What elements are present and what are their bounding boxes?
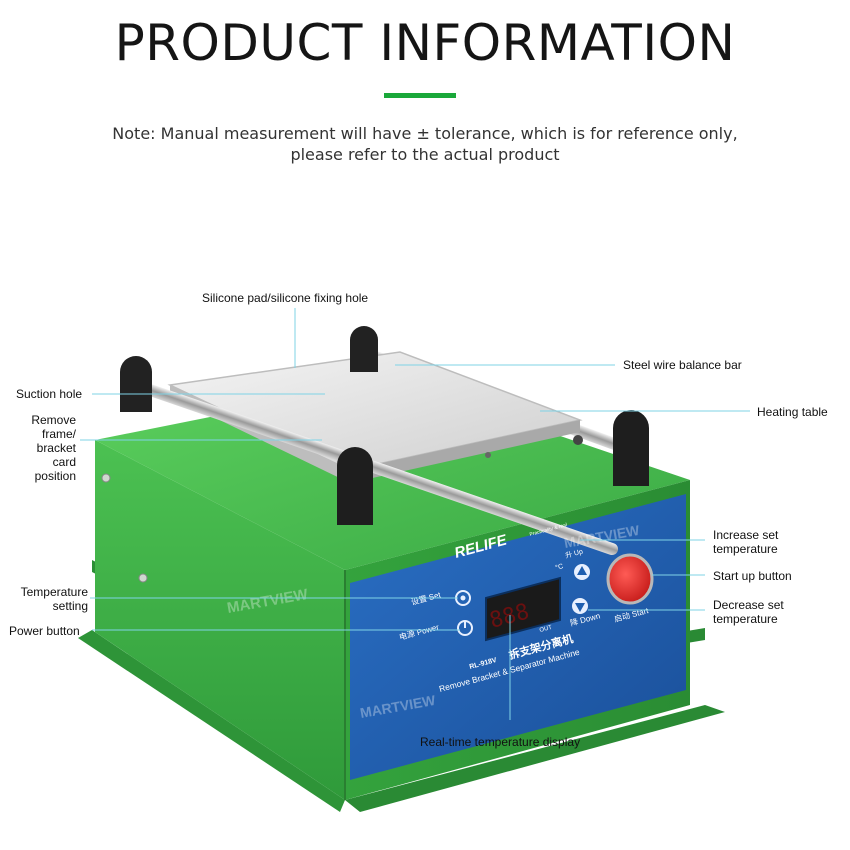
out-label: OUT [539, 625, 553, 634]
screw [138, 573, 148, 583]
callout-steel-wire: Steel wire balance bar [623, 358, 742, 372]
callout-remove-frame-line: frame/ [41, 427, 76, 441]
callout-realtime-display: Real-time temperature display [420, 735, 581, 749]
callout-temp-setting-line: setting [52, 599, 88, 613]
page-title: PRODUCT INFORMATION [114, 14, 736, 72]
leader-lines [80, 308, 750, 720]
note-line-2: please refer to the actual product [290, 145, 560, 164]
callout-remove-frame-line: Remove [31, 413, 76, 427]
screw [101, 473, 111, 483]
decrease-temperature-button[interactable] [572, 598, 588, 614]
callout-remove-frame-line: card [52, 455, 76, 469]
callout-suction-hole: Suction hole [16, 387, 83, 401]
start-up-button[interactable] [606, 553, 654, 605]
control-panel [350, 494, 686, 780]
callout-remove-frame: Remove frame/ bracket card position [14, 413, 76, 483]
temperature-display [485, 576, 561, 642]
callout-increase-line: temperature [713, 542, 778, 556]
unit-label: °C [554, 562, 564, 572]
callout-remove-frame-line: bracket [36, 441, 76, 455]
callout-power-button: Power button [9, 624, 80, 638]
callout-heating-table: Heating table [757, 405, 828, 419]
callout-remove-frame-line: position [34, 469, 76, 483]
note-line-1: Note: Manual measurement will have ± tol… [112, 124, 738, 143]
callout-temp-setting-line: Temperature [20, 585, 88, 599]
callout-silicone-pad: Silicone pad/silicone fixing hole [202, 291, 369, 305]
housing-left-face [95, 440, 345, 800]
callout-start-up: Start up button [713, 569, 792, 583]
callout-temperature-setting: Temperature setting [8, 585, 88, 613]
callout-decrease-line: temperature [713, 612, 778, 626]
title-accent-bar [384, 93, 456, 98]
tolerance-note: Note: Manual measurement will have ± tol… [0, 123, 850, 165]
callout-decrease-line: Decrease set [713, 598, 784, 612]
callout-decrease-temperature: Decrease set temperature [713, 598, 784, 626]
callout-increase-temperature: Increase set temperature [713, 528, 778, 556]
rod-end-posts [120, 326, 649, 525]
increase-temperature-button[interactable] [574, 564, 590, 580]
power-button[interactable] [457, 620, 473, 636]
callout-increase-line: Increase set [713, 528, 779, 542]
